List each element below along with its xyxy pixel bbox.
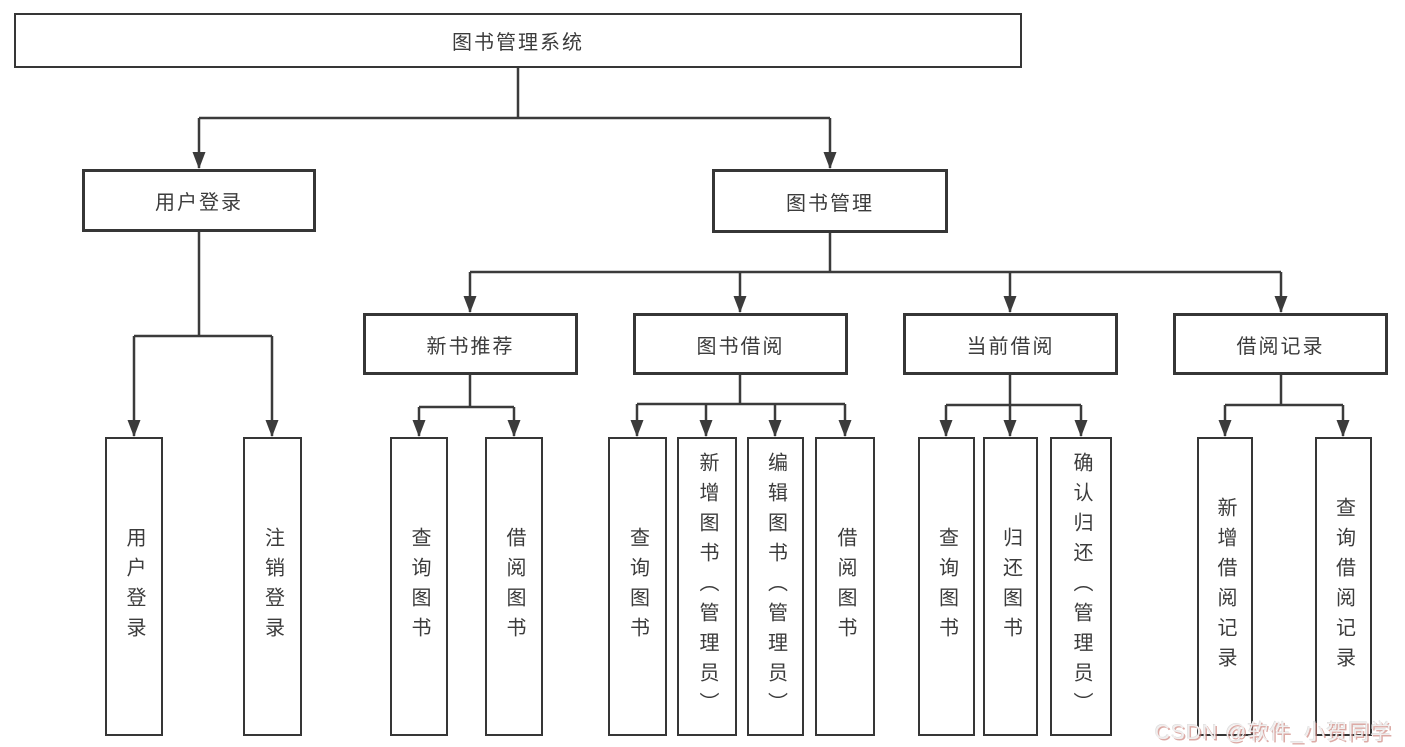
leaf-bb-borrow-books: 借阅图书: [815, 437, 875, 736]
leaf-bb-borrow-books-label: 借阅图书: [834, 526, 856, 647]
node-root-label: 图书管理系统: [452, 32, 584, 54]
csdn-watermark: CSDN @软件_小贺同学: [1154, 721, 1392, 744]
node-borrowing-records-label: 借阅记录: [1236, 335, 1325, 358]
node-book-management: 图书管理: [712, 169, 948, 233]
leaf-bb-query-books: 查询图书: [608, 437, 667, 736]
leaf-user-login: 用户登录: [105, 437, 163, 736]
tree-trunk-lines: [134, 68, 1343, 409]
node-new-book-recommend-label: 新书推荐: [426, 335, 515, 358]
node-user-login: 用户登录: [82, 169, 316, 232]
leaf-nbr-query-books: 查询图书: [390, 437, 448, 736]
leaf-cb-confirm-return: 确认归还（管理员）: [1050, 437, 1112, 736]
leaf-br-query-record-label: 查询借阅记录: [1332, 496, 1355, 677]
leaf-cb-confirm-return-label: 确认归还（管理员）: [1070, 451, 1092, 722]
leaf-cb-query-books-label: 查询图书: [935, 526, 958, 647]
leaf-br-query-record: 查询借阅记录: [1315, 437, 1372, 736]
node-new-book-recommend: 新书推荐: [363, 313, 578, 375]
leaf-logout-label: 注销登录: [261, 526, 284, 647]
node-current-borrowing: 当前借阅: [903, 313, 1118, 375]
leaf-nbr-query-books-label: 查询图书: [408, 526, 430, 647]
leaf-br-add-record-label: 新增借阅记录: [1214, 496, 1236, 677]
leaf-nbr-borrow-books-label: 借阅图书: [503, 526, 525, 647]
leaf-bb-query-books-label: 查询图书: [626, 526, 649, 647]
leaf-user-login-label: 用户登录: [123, 526, 145, 647]
leaf-bb-add-books: 新增图书（管理员）: [677, 437, 737, 736]
leaf-nbr-borrow-books: 借阅图书: [485, 437, 543, 736]
leaf-br-add-record: 新增借阅记录: [1197, 437, 1253, 736]
node-borrowing-records: 借阅记录: [1173, 313, 1388, 375]
leaf-cb-return-books: 归还图书: [983, 437, 1038, 736]
leaf-bb-edit-books-label: 编辑图书（管理员）: [764, 451, 787, 722]
leaf-cb-query-books: 查询图书: [918, 437, 975, 736]
node-current-borrowing-label: 当前借阅: [966, 335, 1055, 358]
node-user-login-label: 用户登录: [155, 192, 243, 214]
leaf-cb-return-books-label: 归还图书: [999, 526, 1022, 647]
node-book-borrowing-label: 图书借阅: [696, 335, 785, 358]
node-root: 图书管理系统: [14, 13, 1022, 68]
leaf-bb-edit-books: 编辑图书（管理员）: [747, 437, 804, 736]
tree-arrow-lines: [127, 118, 1350, 437]
node-book-management-label: 图书管理: [786, 192, 874, 215]
node-book-borrowing: 图书借阅: [633, 313, 848, 375]
leaf-bb-add-books-label: 新增图书（管理员）: [696, 451, 718, 722]
leaf-logout: 注销登录: [243, 437, 302, 736]
